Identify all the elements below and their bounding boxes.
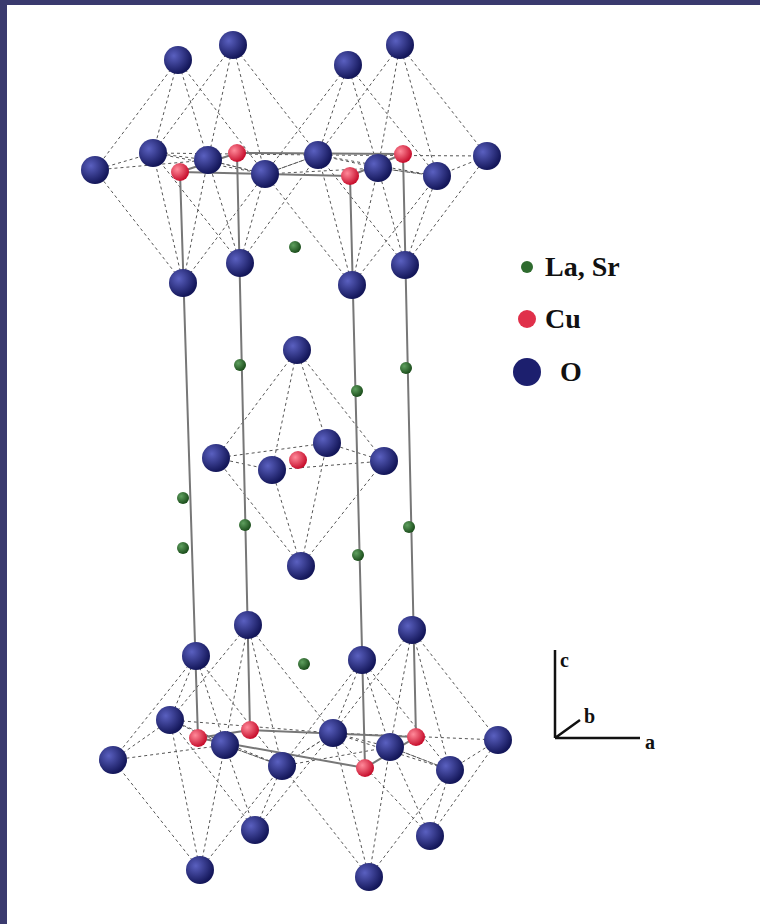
slide-border	[0, 0, 7, 924]
slide-border	[0, 0, 760, 5]
axis-label: a	[645, 732, 655, 752]
cu-atoms	[171, 144, 425, 777]
la-sr-atoms	[177, 241, 415, 670]
legend-swatch	[521, 261, 533, 273]
axis-label: c	[560, 650, 569, 670]
unit-cell	[180, 153, 416, 768]
axis-label: b	[584, 706, 595, 726]
octahedron-edges	[95, 45, 498, 877]
legend-label: O	[560, 358, 582, 386]
legend-swatch	[513, 358, 541, 386]
o-atoms	[81, 31, 512, 891]
legend-label: La, Sr	[545, 253, 620, 281]
axes	[555, 650, 640, 738]
legend-swatch	[518, 310, 536, 328]
legend-label: Cu	[545, 305, 581, 333]
